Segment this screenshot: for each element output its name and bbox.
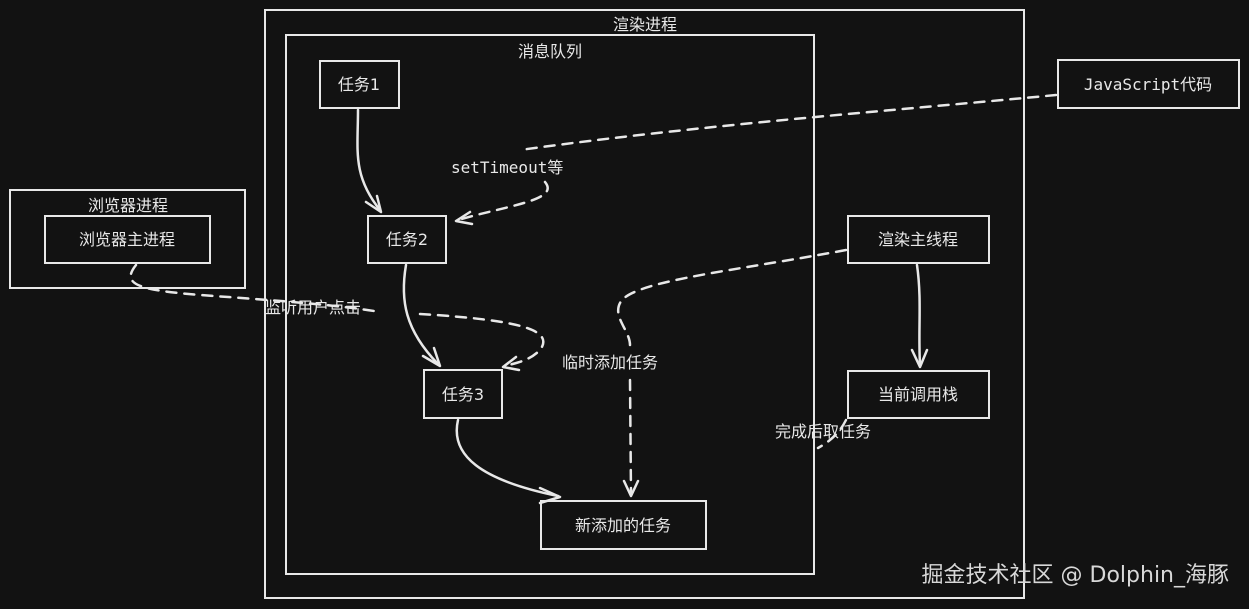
call-stack-node: 当前调用栈 xyxy=(847,370,990,419)
edge-browser-listen-click xyxy=(129,263,545,372)
task3-node: 任务3 xyxy=(423,369,503,419)
fetch-task-label: 完成后取任务 xyxy=(775,422,871,441)
watermark: 掘金技术社区 @ Dolphin_海豚 xyxy=(921,563,1229,588)
message-queue-label: 消息队列 xyxy=(518,42,582,61)
task1-node: 任务1 xyxy=(319,60,400,109)
browser-main-node: 浏览器主进程 xyxy=(44,215,211,264)
listen-click-label: 监听用户点击 xyxy=(265,298,361,317)
task1-label: 任务1 xyxy=(338,75,380,94)
browser-process-label: 浏览器进程 xyxy=(88,196,168,215)
task2-node: 任务2 xyxy=(367,215,447,264)
edge-task2-task3 xyxy=(402,263,442,368)
js-code-node: JavaScript代码 xyxy=(1057,59,1240,109)
edge-js-settimeout xyxy=(454,93,1058,226)
settimeout-label: setTimeout等 xyxy=(451,158,563,177)
task3-label: 任务3 xyxy=(442,385,484,404)
render-process-frame xyxy=(264,9,1025,599)
edge-task3-newtask xyxy=(455,418,562,505)
task2-label: 任务2 xyxy=(386,230,428,249)
edge-rendermain-temp-add xyxy=(616,248,848,498)
call-stack-label: 当前调用栈 xyxy=(878,385,958,404)
message-queue-frame xyxy=(285,34,815,575)
render-process-label: 渲染进程 xyxy=(613,15,677,34)
edge-rendermain-callstack xyxy=(910,263,929,369)
js-code-label: JavaScript代码 xyxy=(1084,75,1212,94)
temp-add-label: 临时添加任务 xyxy=(562,353,658,372)
new-task-node: 新添加的任务 xyxy=(540,500,707,550)
render-main-label: 渲染主线程 xyxy=(878,230,958,249)
render-main-node: 渲染主线程 xyxy=(847,215,990,264)
browser-process-frame xyxy=(9,189,246,289)
new-task-label: 新添加的任务 xyxy=(575,516,671,535)
edge-callstack-fetch xyxy=(816,418,848,450)
browser-main-label: 浏览器主进程 xyxy=(79,230,175,249)
edge-task1-task2 xyxy=(356,108,383,214)
